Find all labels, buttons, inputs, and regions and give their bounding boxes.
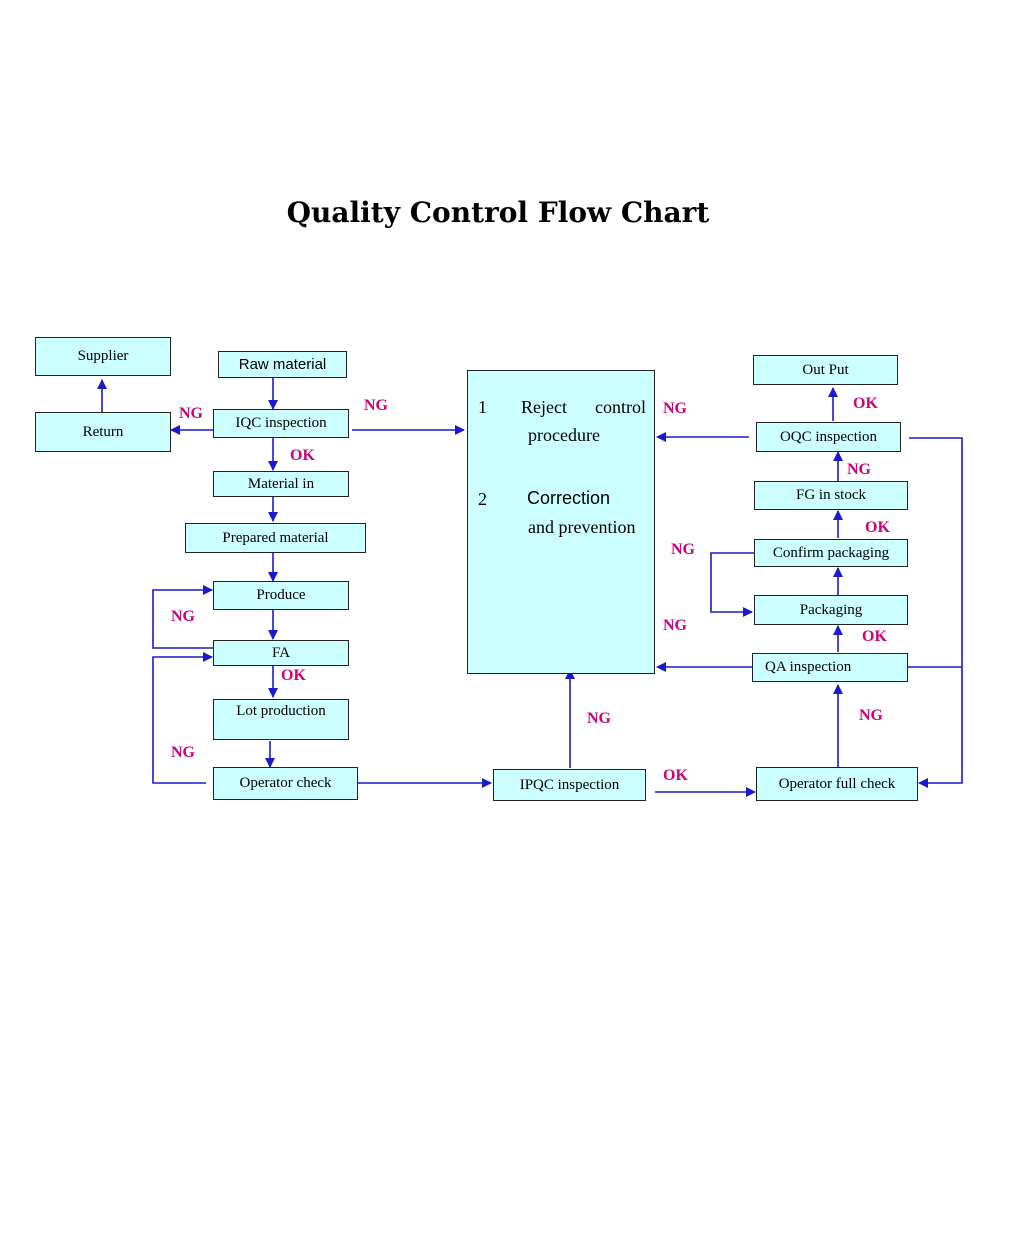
label-ok-iqc: OK [290, 447, 315, 464]
label-ok-ipqc: OK [663, 767, 688, 784]
item2-number: 2 [478, 489, 487, 509]
label-ok-fa: OK [281, 667, 306, 684]
material-in-box: Material in [213, 471, 349, 497]
oqc-inspection-box: OQC inspection [756, 422, 901, 452]
label-ng-return: NG [179, 405, 203, 422]
arrow-fa-loop-produce [152, 585, 214, 649]
operator-check-box: Operator check [213, 767, 358, 800]
produce-box: Produce [213, 581, 349, 610]
label-ng-oqc: NG [663, 400, 687, 417]
label-ok-packaging: OK [862, 628, 887, 645]
label-ng-operator: NG [171, 744, 195, 761]
item1-word-control: control [595, 397, 646, 417]
prepared-material-box: Prepared material [185, 523, 366, 553]
label-ng-full: NG [859, 707, 883, 724]
qa-inspection-box: QA inspection [752, 653, 908, 682]
item1-number: 1 [478, 397, 487, 417]
ipqc-inspection-box: IPQC inspection [493, 769, 646, 801]
label-ng-confirm: NG [671, 541, 695, 558]
raw-material-box: Raw material [218, 351, 347, 378]
lot-production-box: Lot production [213, 699, 349, 740]
out-put-box: Out Put [753, 355, 898, 385]
arrow-operator-loop-fa [152, 652, 213, 784]
operator-full-check-box: Operator full check [756, 767, 918, 801]
reject-control-box [467, 370, 655, 674]
packaging-box: Packaging [754, 595, 908, 625]
page-title: Quality Control Flow Chart [286, 196, 710, 229]
label-ok-output: OK [853, 395, 878, 412]
item1-word-procedure: procedure [528, 425, 600, 445]
item1-word-reject: Reject [521, 397, 567, 417]
iqc-inspection-box: IQC inspection [213, 409, 349, 438]
fg-in-stock-box: FG in stock [754, 481, 908, 510]
fa-box: FA [213, 640, 349, 666]
label-ng-qa: NG [663, 617, 687, 634]
item2-word-correction: Correction [527, 488, 611, 508]
label-ok-confirm: OK [865, 519, 890, 536]
supplier-box: Supplier [35, 337, 171, 376]
item2-word-prevention: and prevention [528, 517, 636, 537]
confirm-packaging-box: Confirm packaging [754, 539, 908, 567]
arrow-oqc-feedback [909, 437, 963, 788]
return-box: Return [35, 412, 171, 452]
label-ng-iqc: NG [364, 397, 388, 414]
label-ng-ipqc: NG [587, 710, 611, 727]
arrow-confirm-loop-packaging [710, 552, 754, 617]
label-ng-fg: NG [847, 461, 871, 478]
label-ng-fa: NG [171, 608, 195, 625]
